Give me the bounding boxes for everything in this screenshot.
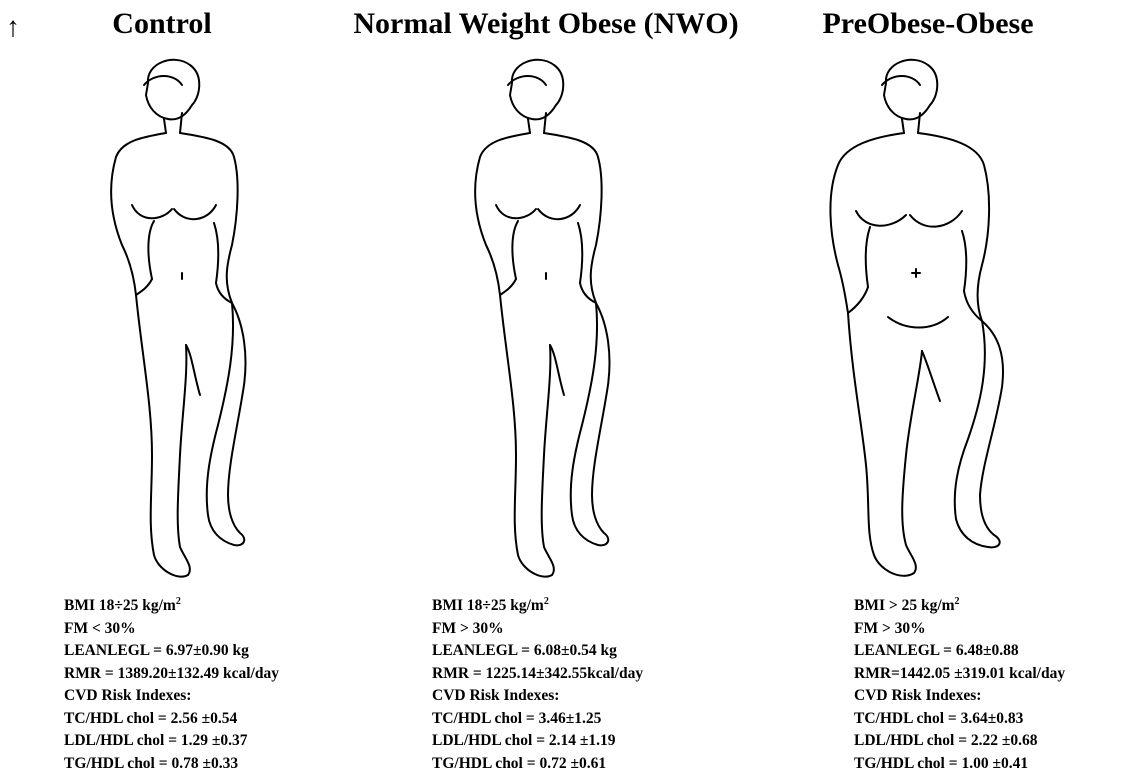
leanlegl-line: LEANLEGL = 6.48±0.88: [854, 640, 1065, 663]
bmi-line: BMI > 25 kg/m2: [854, 595, 1065, 618]
panel-title-control: Control: [112, 6, 211, 42]
stats-block-nwo: BMI 18÷25 kg/m2 FM > 30% LEANLEGL = 6.08…: [432, 595, 643, 775]
bmi-line: BMI 18÷25 kg/m2: [64, 595, 279, 618]
tg-hdl-line: TG/HDL chol = 1.00 ±0.41: [854, 753, 1065, 775]
cvd-heading: CVD Risk Indexes:: [432, 685, 643, 708]
body-figure-control: [82, 55, 282, 590]
fm-line: FM > 30%: [432, 618, 643, 641]
stats-block-preobese: BMI > 25 kg/m2 FM > 30% LEANLEGL = 6.48±…: [854, 595, 1065, 775]
tc-hdl-line: TC/HDL chol = 3.64±0.83: [854, 708, 1065, 731]
bmi-line: BMI 18÷25 kg/m2: [432, 595, 643, 618]
rmr-line: RMR = 1389.20±132.49 kcal/day: [64, 663, 279, 686]
up-arrow-icon: ↑: [6, 14, 20, 42]
body-figure-preobese: [816, 55, 1036, 590]
panel-title-preobese: PreObese-Obese: [822, 6, 1033, 42]
rmr-line: RMR=1442.05 ±319.01 kcal/day: [854, 663, 1065, 686]
stats-block-control: BMI 18÷25 kg/m2 FM < 30% LEANLEGL = 6.97…: [64, 595, 279, 775]
fm-line: FM < 30%: [64, 618, 279, 641]
body-figure-nwo: [446, 55, 646, 590]
leanlegl-line: LEANLEGL = 6.08±0.54 kg: [432, 640, 643, 663]
tg-hdl-line: TG/HDL chol = 0.72 ±0.61: [432, 753, 643, 775]
tc-hdl-line: TC/HDL chol = 3.46±1.25: [432, 708, 643, 731]
cvd-heading: CVD Risk Indexes:: [854, 685, 1065, 708]
fm-line: FM > 30%: [854, 618, 1065, 641]
ldl-hdl-line: LDL/HDL chol = 2.22 ±0.68: [854, 730, 1065, 753]
ldl-hdl-line: LDL/HDL chol = 1.29 ±0.37: [64, 730, 279, 753]
tc-hdl-line: TC/HDL chol = 2.56 ±0.54: [64, 708, 279, 731]
panel-title-nwo: Normal Weight Obese (NWO): [353, 6, 738, 42]
ldl-hdl-line: LDL/HDL chol = 2.14 ±1.19: [432, 730, 643, 753]
rmr-line: RMR = 1225.14±342.55kcal/day: [432, 663, 643, 686]
tg-hdl-line: TG/HDL chol = 0.78 ±0.33: [64, 753, 279, 775]
leanlegl-line: LEANLEGL = 6.97±0.90 kg: [64, 640, 279, 663]
cvd-heading: CVD Risk Indexes:: [64, 685, 279, 708]
